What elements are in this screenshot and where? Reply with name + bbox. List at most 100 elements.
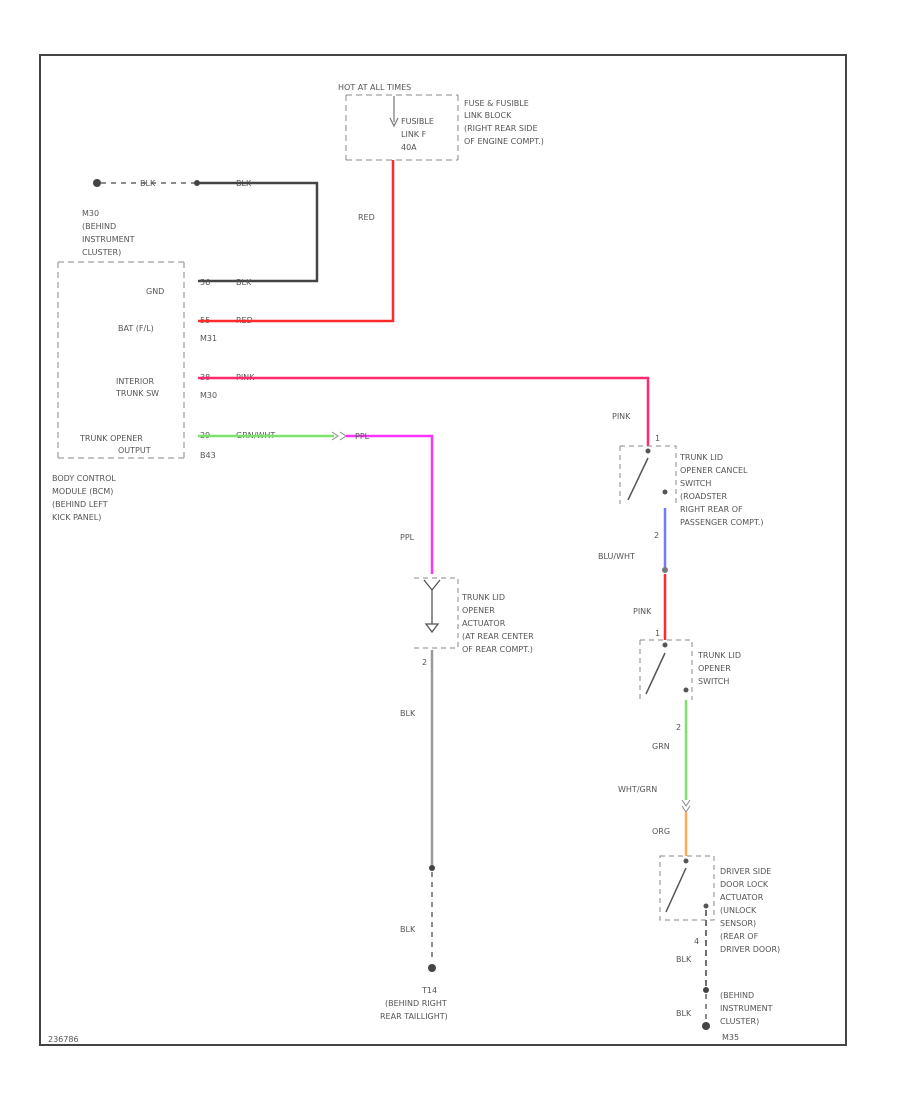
fuse-block-desc-4: OF ENGINE COMPT.) (464, 137, 544, 146)
fuse-block: HOT AT ALL TIMES FUSIBLE LINK F 40A FUSE… (338, 83, 544, 161)
bcm-connector-m30: M30 (200, 391, 217, 400)
trunk-lid-opener-switch: TRUNK LID OPENER SWITCH 1 2 (639, 629, 741, 732)
opener-switch-pin-icon (683, 687, 689, 693)
ground-m35-label-1: (BEHIND (720, 991, 754, 1000)
ground-t14-label-3: REAR TAILLIGHT) (380, 1012, 448, 1021)
bcm-pin-label-interior-1: INTERIOR (116, 377, 155, 386)
opener-switch-name-3: SWITCH (698, 677, 729, 686)
ground-m30-label-3: INSTRUMENT (82, 235, 135, 244)
bcm-pin-label-gnd: GND (146, 287, 164, 296)
bcm-pin-label-opener-2: OUTPUT (118, 446, 151, 455)
cancel-switch-name-5: RIGHT REAR OF (680, 505, 743, 514)
ground-m30-label-1: M30 (82, 209, 99, 218)
gnd-wire-label: BLK (236, 278, 252, 287)
diagram-border (39, 54, 847, 1046)
ground-m30-terminal-icon (93, 179, 101, 187)
fuse-block-desc-1: FUSE & FUSIBLE (464, 99, 529, 108)
fuse-label-1: FUSIBLE (401, 117, 434, 126)
ground-m35-terminal-icon (702, 1022, 710, 1030)
bcm-name-2: MODULE (BCM) (52, 487, 113, 496)
body-control-module: GND BAT (F/L) INTERIOR TRUNK SW TRUNK OP… (52, 261, 275, 522)
interior-trunk-pink-wire (198, 376, 650, 446)
actuator-name-1: TRUNK LID (461, 593, 505, 602)
cancel-out-wire-label: BLU/WHT (598, 552, 635, 561)
door-lock-pin-icon (703, 903, 709, 909)
fuse-label-2: LINK F (401, 130, 427, 139)
actuator-pin-out: 2 (422, 658, 427, 667)
actuator-name-2: OPENER (462, 606, 495, 615)
cancel-switch-pin-icon (662, 489, 668, 495)
ground-t14-label-1: T14 (421, 986, 437, 995)
fuse-block-desc-2: LINK BLOCK (464, 111, 512, 120)
opener-switch-blade-icon (645, 652, 666, 695)
ground-m35-splice-icon (703, 987, 709, 993)
fuse-block-header: HOT AT ALL TIMES (338, 83, 411, 92)
cancel-switch-name-2: OPENER CANCEL (680, 466, 748, 475)
bcm-connector-b43: B43 (200, 451, 216, 460)
top-wire-label-1: BLK (140, 179, 156, 188)
trunk-lid-opener-actuator: TRUNK LID OPENER ACTUATOR (AT REAR CENTE… (414, 577, 534, 667)
door-lock-name-4: (UNLOCK (720, 906, 757, 915)
door-lock-name-6: (REAR OF (720, 932, 759, 941)
ground-t14-wire-label: BLK (400, 925, 416, 934)
door-lock-blade-icon (665, 867, 687, 913)
fusible-link-symbol (389, 96, 399, 128)
actuator-solenoid-icon (423, 579, 441, 634)
ground-t14-splice-icon (429, 865, 435, 871)
actuator-outline (414, 577, 459, 649)
fuse-block-outline (345, 94, 459, 161)
diagram-footer-id: 236786 (48, 1035, 79, 1044)
fuse-label-3: 40A (401, 143, 417, 152)
bcm-name-1: BODY CONTROL (52, 474, 116, 483)
door-lock-in2-wire-label: ORG (652, 827, 670, 836)
cancel-switch-blade-icon (627, 457, 649, 501)
door-lock-name-3: ACTUATOR (720, 893, 764, 902)
gnd-wire (197, 181, 319, 283)
cancel-switch-name-4: (ROADSTER (680, 492, 727, 501)
fuse-block-desc-3: (RIGHT REAR SIDE (464, 124, 538, 133)
bcm-pin-label-interior-2: TRUNK SW (115, 389, 159, 398)
ground-t14-label-2: (BEHIND RIGHT (385, 999, 447, 1008)
ground-m30-label-2: (BEHIND (82, 222, 116, 231)
opener-sw-in-wire-label: PINK (633, 607, 652, 616)
trunk-lid-opener-cancel-switch: TRUNK LID OPENER CANCEL SWITCH (ROADSTER… (619, 445, 764, 540)
door-lock-outline (659, 855, 715, 921)
ground-m35-label-3: CLUSTER) (720, 1017, 759, 1026)
opener-switch-pin-out: 2 (676, 723, 681, 732)
door-lock-name-2: DOOR LOCK (720, 880, 769, 889)
cancel-pin-in: 1 (655, 434, 660, 443)
cancel-switch-outline (619, 445, 677, 504)
cancel-switch-contact-icon (645, 448, 651, 454)
door-lock-name-5: SENSOR) (720, 919, 756, 928)
cancel-switch-name-6: PASSENGER COMPT.) (680, 518, 764, 527)
door-lock-connector-icon (681, 799, 691, 813)
actuator-ground-label: BLK (400, 709, 416, 718)
actuator-name-3: ACTUATOR (462, 619, 506, 628)
ground-t14-terminal-icon (428, 964, 436, 972)
ground-m35-label-4: M35 (722, 1033, 739, 1042)
actuator-in-wire-label: PPL (400, 533, 415, 542)
door-lock-name-7: DRIVER DOOR) (720, 945, 780, 954)
bcm-pin-label-opener-1: TRUNK OPENER (79, 434, 143, 443)
top-ground-wire: BLK BLK (93, 179, 319, 283)
opener-switch-outline (639, 639, 693, 700)
actuator-name-5: OF REAR COMPT.) (462, 645, 533, 654)
door-lock-in1-wire-label: WHT/GRN (618, 785, 657, 794)
door-lock-pin: 4 (694, 937, 699, 946)
bat-red-wire (198, 160, 395, 323)
bcm-pin-label-bat: BAT (F/L) (118, 324, 154, 333)
door-lock-name-1: DRIVER SIDE (720, 867, 771, 876)
opener-switch-name-1: TRUNK LID (697, 651, 741, 660)
opener-connector-icon (331, 431, 347, 441)
door-lock-contact-icon (683, 858, 689, 864)
cancel-switch-name-1: TRUNK LID (679, 453, 723, 462)
bcm-pin-56: 56 (200, 278, 210, 287)
opener-ppl-label: PPL (355, 432, 370, 441)
bcm-outline (57, 261, 185, 459)
bcm-name-3: (BEHIND LEFT (52, 500, 108, 509)
door-lock-ground-label-1: BLK (676, 955, 692, 964)
bcm-connector-m31: M31 (200, 334, 217, 343)
fuse-wire-label: RED (358, 213, 375, 222)
cancel-blue-splice-icon (662, 567, 668, 573)
